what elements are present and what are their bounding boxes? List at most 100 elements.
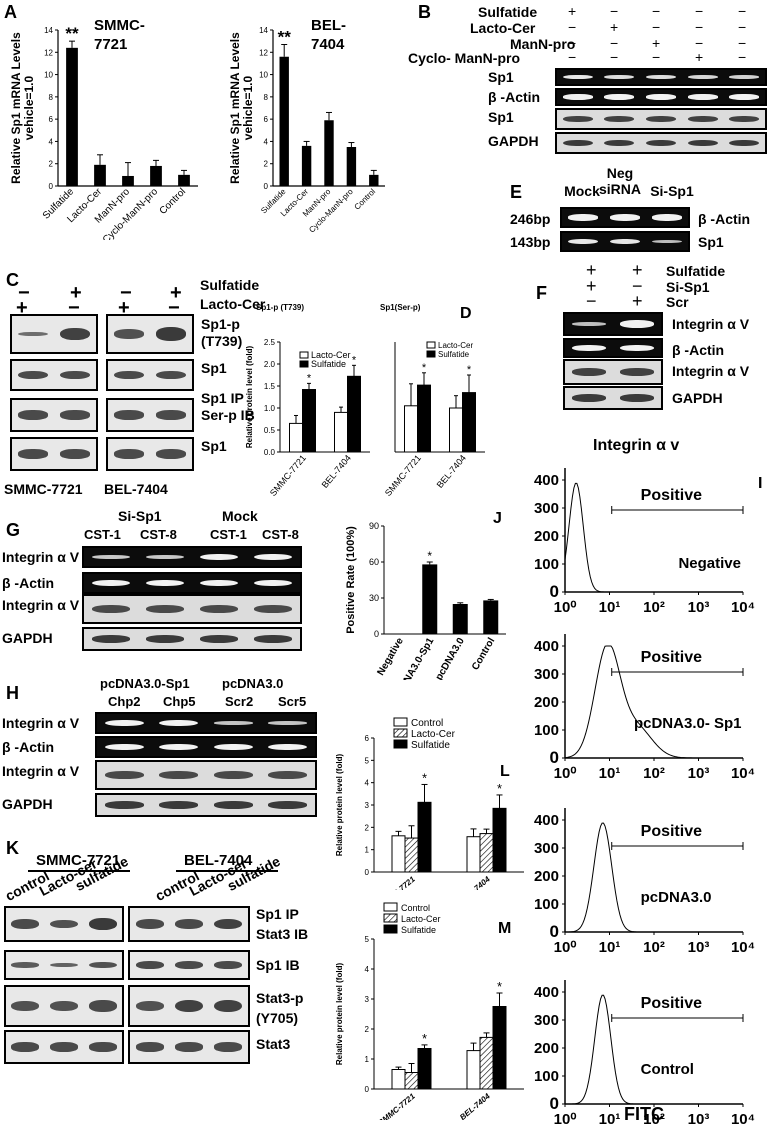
k-underline xyxy=(176,870,278,872)
i-ytick-label: 400 xyxy=(534,472,559,489)
h-blot-band xyxy=(268,801,308,809)
a-bar xyxy=(346,147,357,186)
h-column-label: Chp5 xyxy=(163,694,196,709)
panel-label-e: E xyxy=(510,182,523,202)
h-blot-band xyxy=(213,771,253,779)
f-blot-band xyxy=(571,394,607,402)
b-sign: − xyxy=(652,19,661,35)
g-column-label: CST-1 xyxy=(210,527,247,542)
c-blot xyxy=(10,314,98,354)
e-column-label: Mock xyxy=(564,183,600,199)
k-blot-band xyxy=(174,919,204,929)
a-significance: ** xyxy=(65,24,79,43)
m-ytick-label: 2 xyxy=(365,1025,370,1034)
k-blot xyxy=(4,906,124,942)
a-ytick-label: 10 xyxy=(259,71,268,80)
g-blot-band xyxy=(145,605,185,613)
b-row-label: GAPDH xyxy=(488,133,539,149)
panel-label-a: A xyxy=(4,2,17,22)
a-ytick-label: 2 xyxy=(264,160,269,169)
k-blot-band xyxy=(174,961,204,969)
h-column-label: Chp2 xyxy=(108,694,141,709)
h-blot-band xyxy=(159,771,199,779)
a-ytick-label: 0 xyxy=(49,182,54,191)
i-xtick-label: 10³ xyxy=(688,1111,710,1125)
b-blot xyxy=(555,132,767,154)
j-bar xyxy=(483,600,499,634)
e-blot-band xyxy=(651,239,683,244)
i-xtick-label: 10³ xyxy=(688,599,710,616)
j-ytick-label: 60 xyxy=(369,557,379,567)
a-bar xyxy=(301,145,312,186)
panel-label-g: G xyxy=(6,520,21,540)
b-blot-band xyxy=(687,139,718,147)
b-blot-band xyxy=(562,139,593,147)
b-blot-band xyxy=(604,115,635,123)
i-xtick-label: 10¹ xyxy=(599,1111,621,1125)
g-blot-band xyxy=(145,635,185,643)
j-category-label: Negative xyxy=(375,636,406,678)
c-blot xyxy=(106,314,194,354)
a-ytick-label: 0 xyxy=(264,182,269,191)
f-blot-band xyxy=(619,368,655,376)
f-blot xyxy=(563,338,663,358)
h-row-label: β -Actin xyxy=(2,739,55,755)
i-ytick-label: 100 xyxy=(534,722,559,739)
d-bar xyxy=(289,422,303,453)
c-blot xyxy=(106,398,194,432)
f-blot xyxy=(563,359,663,385)
m-ytick-label: 1 xyxy=(365,1055,370,1064)
d-significance: * xyxy=(467,364,472,376)
a-chart-title-line: 7721 xyxy=(94,36,127,53)
c-sign: − xyxy=(120,282,132,304)
d-significance: * xyxy=(307,372,312,384)
f-sign: + xyxy=(632,291,643,311)
panel-label-c: C xyxy=(6,270,19,290)
b-treatment-label: Cyclo- ManN-pro xyxy=(408,50,520,66)
c-treat-label: Sulfatide xyxy=(200,277,260,293)
c-sign: − xyxy=(68,297,80,319)
i-ytick-label: 0 xyxy=(550,922,559,941)
b-blot-band xyxy=(562,74,593,80)
f-blot-band xyxy=(619,344,655,352)
c-sign: + xyxy=(118,297,130,319)
h-blot-band xyxy=(159,743,199,751)
b-treatment-label: ManN-pro xyxy=(510,36,576,52)
d-legend-swatch xyxy=(299,351,309,359)
a-ytick-label: 8 xyxy=(49,93,54,102)
k-blot-band xyxy=(174,999,204,1013)
c-blot xyxy=(106,359,194,391)
panel-label-k: K xyxy=(6,838,19,858)
j-category-label: pcDNA3.0 xyxy=(434,636,467,680)
c-row-label: Ser-p IB xyxy=(201,407,255,423)
f-sign: + xyxy=(586,260,597,280)
a-ylabel-line: vehicle=1.0 xyxy=(22,75,36,140)
e-blot xyxy=(560,231,690,252)
b-blot-band xyxy=(687,115,718,123)
m-ytick-label: 3 xyxy=(365,995,370,1004)
a-ytick-label: 8 xyxy=(264,93,269,102)
c-sign: − xyxy=(18,282,30,304)
panel-label-b: B xyxy=(418,2,431,22)
d-category-label: BEL-7404 xyxy=(320,453,353,490)
b-sign: − xyxy=(695,3,704,19)
i-ytick-label: 200 xyxy=(534,528,559,545)
c-sign: + xyxy=(16,297,28,319)
i-xtick-label: 10² xyxy=(643,765,665,782)
b-blot xyxy=(555,108,767,130)
i-ytick-label: 300 xyxy=(534,840,559,857)
d-ytick-label: 1.5 xyxy=(264,382,276,391)
e-blot-band xyxy=(609,238,641,245)
b-treatment-label: Lacto-Cer xyxy=(470,20,536,36)
k-blot-band xyxy=(88,1000,117,1012)
g-row-label: GAPDH xyxy=(2,630,53,646)
i-xtick-label: 10³ xyxy=(688,939,710,956)
a-ylabel-line: Relative Sp1 mRNA Levels xyxy=(228,32,242,184)
c-row-label: (T739) xyxy=(201,333,243,349)
c-sign: + xyxy=(170,282,182,304)
d-category-label: BEL-7404 xyxy=(435,453,468,490)
h-blot-band xyxy=(268,743,308,751)
d-bar xyxy=(417,384,431,453)
i-xtick-label: 10⁰ xyxy=(554,599,577,616)
